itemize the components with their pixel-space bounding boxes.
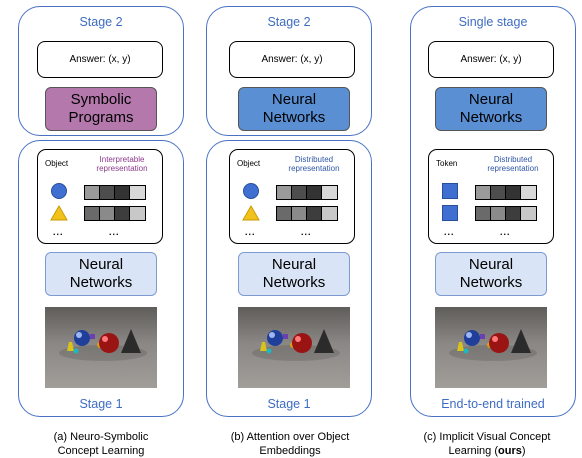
vector-row-2-a — [84, 206, 146, 221]
caption-c-prefix: Learning ( — [448, 445, 499, 457]
distributed-header-c: Distributed representation — [487, 155, 539, 173]
vector-row-1-a — [84, 185, 146, 200]
answer-box-b: Answer: (x, y) — [229, 41, 355, 78]
caption-b: (b) Attention over Object Embeddings — [190, 430, 390, 458]
ellipsis-right-c: ... — [500, 227, 511, 237]
clevr-scene-image-b — [238, 307, 350, 388]
object-header-a: Object — [45, 159, 69, 168]
neural-networks-module-bottom-c: Neural Networks — [435, 252, 547, 296]
neural-networks-label-top-b: Neural Networks — [262, 91, 326, 126]
vector-row-2-b — [276, 206, 338, 221]
distributed-header-b: Distributed representation — [288, 155, 340, 173]
clevr-scene-image-a — [45, 307, 157, 388]
caption-c-line1: (c) Implicit Visual Concept — [423, 431, 551, 443]
caption-c: (c) Implicit Visual Concept Learning (ou… — [392, 430, 582, 458]
neural-networks-label-bottom-a: Neural Networks — [69, 256, 133, 291]
caption-b-line1: (b) Attention over Object — [230, 431, 350, 443]
answer-box-c: Answer: (x, y) — [428, 41, 554, 78]
scene-objects — [252, 329, 340, 361]
stage-label-top-a: Stage 2 — [79, 15, 123, 29]
representation-box-b: Object Distributed representation ... ..… — [229, 149, 355, 244]
caption-c-line2: Learning (ours) — [392, 444, 582, 458]
ellipsis-left-b: ... — [245, 227, 256, 237]
neural-networks-label-bottom-c: Neural Networks — [459, 256, 523, 291]
square-icon — [442, 183, 458, 199]
stage-label-top-c: Single stage — [458, 15, 528, 29]
representation-box-c: Token Distributed representation ... ... — [428, 149, 554, 244]
stage-label-bottom-b: Stage 1 — [267, 397, 311, 411]
caption-a: (a) Neuro-Symbolic Concept Learning — [0, 430, 202, 458]
vector-row-2-c — [475, 206, 537, 221]
circle-icon — [51, 183, 67, 199]
ellipsis-left-a: ... — [53, 227, 64, 237]
clevr-scene-image-c — [435, 307, 547, 388]
representation-box-a: Object Interpretable representation ... … — [37, 149, 163, 244]
neural-networks-label-bottom-b: Neural Networks — [262, 256, 326, 291]
caption-c-ours: ours — [498, 445, 522, 457]
circle-icon — [243, 183, 259, 199]
neural-networks-module-bottom-b: Neural Networks — [238, 252, 350, 296]
caption-c-suffix: ) — [521, 445, 526, 457]
symbolic-programs-label: Symbolic Programs — [68, 91, 134, 126]
triangle-icon — [242, 205, 260, 221]
vector-row-1-b — [276, 185, 338, 200]
neural-networks-module-bottom-a: Neural Networks — [45, 252, 157, 296]
vector-row-1-c — [475, 185, 537, 200]
caption-a-line2: Concept Learning — [57, 445, 145, 457]
stage-label-top-b: Stage 2 — [267, 15, 311, 29]
answer-box-a: Answer: (x, y) — [37, 41, 163, 78]
ellipsis-left-c: ... — [444, 227, 455, 237]
stage-label-bottom-c: End-to-end trained — [441, 397, 545, 411]
stage-label-bottom-a: Stage 1 — [79, 397, 123, 411]
square-icon — [442, 205, 458, 221]
neural-networks-module-top-b: Neural Networks — [238, 87, 350, 131]
interpretable-header: Interpretable representation — [96, 155, 148, 173]
neural-networks-module-top-c: Neural Networks — [435, 87, 547, 131]
triangle-icon — [50, 205, 68, 221]
token-header: Token — [436, 159, 458, 168]
scene-objects — [449, 329, 537, 361]
caption-a-line1: (a) Neuro-Symbolic — [53, 431, 149, 443]
caption-b-line2: Embeddings — [259, 445, 321, 457]
scene-objects — [59, 329, 147, 361]
neural-networks-label-top-c: Neural Networks — [459, 91, 523, 126]
object-header-b: Object — [237, 159, 261, 168]
symbolic-programs-module: Symbolic Programs — [45, 87, 157, 131]
ellipsis-right-b: ... — [301, 227, 312, 237]
ellipsis-right-a: ... — [109, 227, 120, 237]
